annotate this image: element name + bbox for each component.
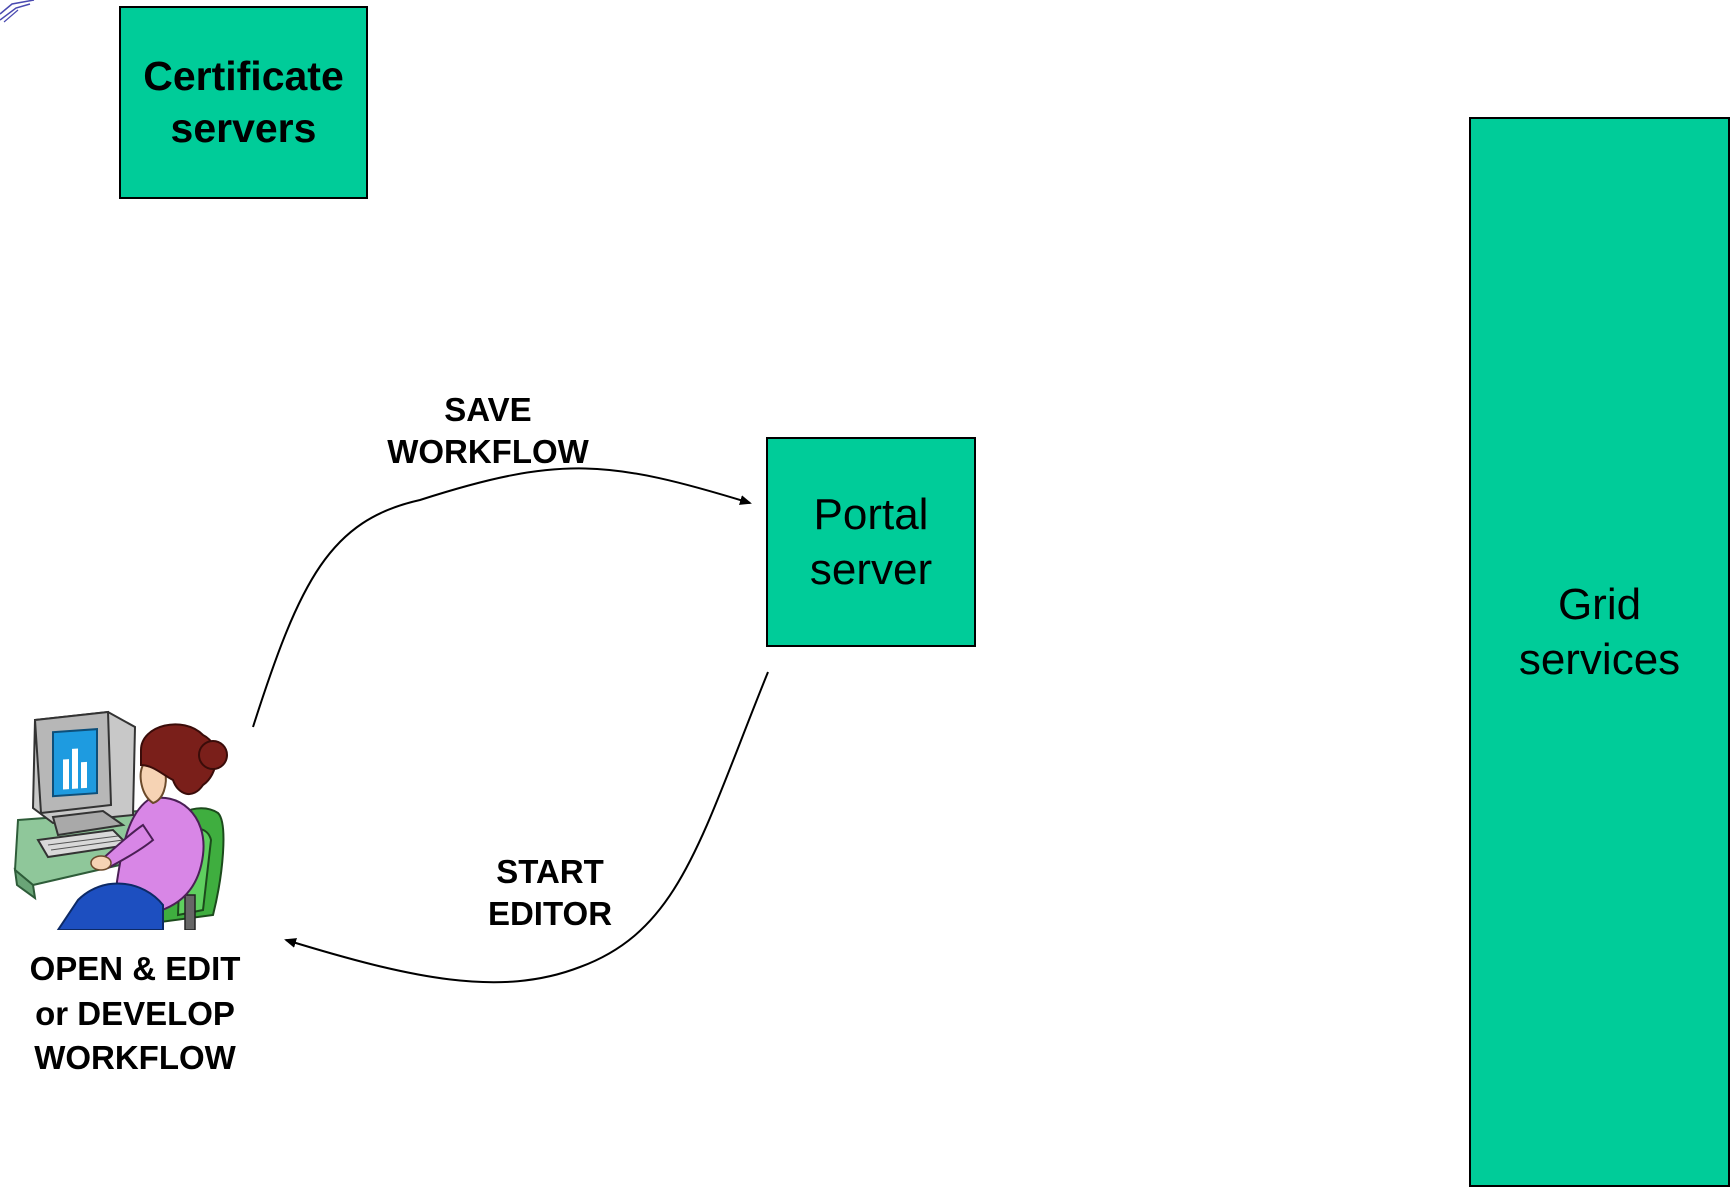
certificate-servers-box: Certificate servers — [119, 6, 368, 199]
user-caption: OPEN & EDIT or DEVELOP WORKFLOW — [29, 950, 241, 1077]
portal-server-label: Portal server — [809, 490, 933, 594]
save-workflow-label: SAVE WORKFLOW — [387, 391, 589, 471]
corner-logo-fragment — [0, 0, 35, 23]
grid-services-box: Grid services — [1469, 117, 1730, 1187]
start-editor-label: START EDITOR — [487, 853, 613, 933]
portal-server-box: Portal server — [766, 437, 976, 647]
save-workflow-arrow — [252, 467, 752, 728]
certificate-servers-label: Certificate servers — [143, 53, 344, 151]
start-editor-arrow — [284, 671, 769, 984]
user-at-computer-icon — [13, 710, 228, 930]
grid-services-label: Grid services — [1518, 580, 1681, 684]
